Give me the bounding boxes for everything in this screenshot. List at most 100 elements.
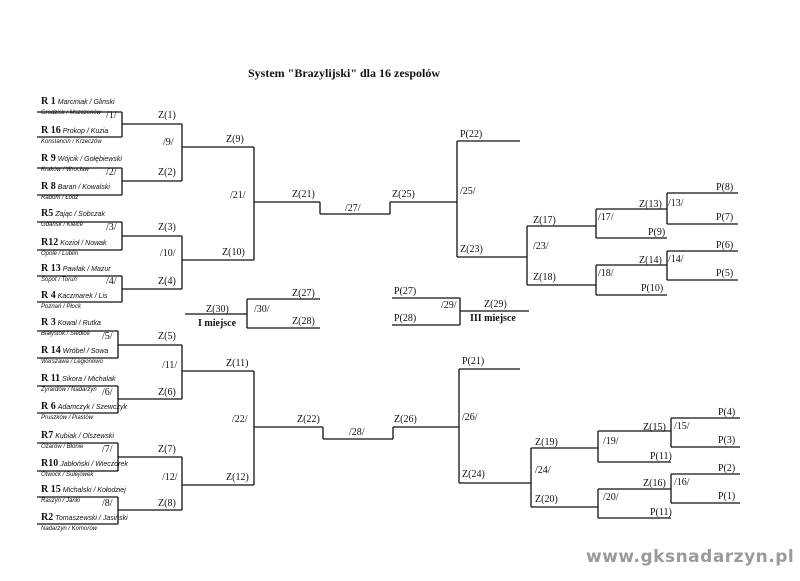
seed-clubs: Gdańsk / Kielce — [41, 222, 84, 228]
match-number: /11/ — [162, 360, 178, 371]
seed-code: R5 — [41, 208, 54, 219]
seed-clubs: Grodzisk / Mszczonów — [41, 110, 102, 116]
loser-ref: P(8) — [716, 182, 734, 193]
seed-names: Wróbel / Sowa — [62, 348, 109, 355]
match-number: /2/ — [106, 167, 117, 178]
match-number: /30/ — [254, 304, 270, 315]
match-number: /27/ — [345, 203, 361, 214]
match-number: /14/ — [668, 254, 684, 265]
match-number: /12/ — [162, 472, 178, 483]
seed-clubs: Opole / Lublin — [41, 251, 79, 257]
loser-ref: P(10) — [641, 283, 664, 294]
winner-ref: Z(30) — [206, 304, 229, 315]
loser-ref: P(11) — [650, 507, 672, 518]
loser-ref: P(22) — [460, 129, 483, 140]
match-number: /24/ — [535, 465, 551, 476]
winner-ref: Z(1) — [158, 110, 176, 121]
winner-ref: Z(27) — [292, 288, 315, 299]
seed-clubs: Pruszków / Piastów — [41, 415, 94, 421]
loser-ref: P(11) — [650, 451, 672, 462]
seed-clubs: Poznań / Płock — [41, 304, 82, 310]
match-number: /29/ — [441, 300, 457, 311]
winner-ref: Z(29) — [484, 299, 507, 310]
seed-names: Kaczmarek / Lis — [57, 293, 108, 300]
seed-names: Kozioł / Nowak — [60, 240, 107, 247]
match-number: /16/ — [674, 477, 690, 488]
loser-ref: P(21) — [462, 356, 485, 367]
winner-ref: Z(22) — [297, 414, 320, 425]
seed-clubs: Radom / Łódź — [41, 195, 79, 201]
seed-code: R 15 — [41, 484, 61, 495]
seed-code: R 3 — [41, 317, 56, 328]
seed-names: Kubiak / Olszewski — [55, 433, 114, 440]
winner-ref: Z(8) — [158, 498, 176, 509]
winner-ref: Z(4) — [158, 276, 176, 287]
loser-ref: P(6) — [716, 240, 734, 251]
loser-ref: P(2) — [718, 463, 736, 474]
seed-code: R10 — [41, 458, 59, 469]
seed-clubs: Warszawa / Legionowo — [41, 359, 103, 365]
seed-code: R 8 — [41, 181, 56, 192]
seed-names: Marciniak / Glinski — [57, 99, 115, 106]
winner-ref: Z(9) — [226, 134, 244, 145]
match-number: /6/ — [102, 387, 113, 398]
seed-names: Adamczyk / Szewczyk — [57, 404, 127, 411]
loser-ref: P(7) — [716, 212, 734, 223]
match-number: /5/ — [102, 331, 113, 342]
seed-code: R7 — [41, 430, 54, 441]
winner-ref: Z(13) — [639, 199, 662, 210]
winner-ref: Z(21) — [292, 189, 315, 200]
match-number: /28/ — [349, 427, 365, 438]
seed-code: R 13 — [41, 263, 61, 274]
match-number: /3/ — [106, 222, 117, 233]
seed-clubs: Żyrardów / Nadarzyn — [41, 387, 97, 393]
seed-names: Pawlak / Mazur — [62, 266, 111, 273]
winner-ref: Z(20) — [535, 494, 558, 505]
winner-ref: Z(5) — [158, 331, 176, 342]
seed-names: Kowal / Rutka — [57, 320, 101, 327]
winner-ref: Z(15) — [643, 422, 666, 433]
winner-ref: Z(6) — [158, 387, 176, 398]
winner-ref: Z(28) — [292, 316, 315, 327]
seed-names: Michalski / Kołodziej — [62, 487, 126, 494]
third-place-label: III miejsce — [470, 313, 516, 324]
seed-code: R12 — [41, 237, 59, 248]
winner-ref: Z(18) — [533, 272, 556, 283]
match-number: /10/ — [160, 248, 176, 259]
match-number: /1/ — [106, 110, 117, 121]
match-number: /23/ — [533, 241, 549, 252]
loser-ref: P(3) — [718, 435, 736, 446]
loser-ref: P(9) — [648, 227, 666, 238]
winner-ref: Z(10) — [222, 247, 245, 258]
match-number: /9/ — [163, 137, 174, 148]
seed-clubs: Nadarzyn / Komorów — [41, 526, 98, 532]
winner-ref: Z(26) — [394, 414, 417, 425]
winner-ref: Z(7) — [158, 444, 176, 455]
seed-clubs: Ożarów / Błonie — [41, 444, 84, 450]
match-number: /7/ — [102, 444, 113, 455]
winner-ref: Z(14) — [639, 255, 662, 266]
match-number: /17/ — [598, 212, 614, 223]
loser-ref: P(1) — [718, 491, 736, 502]
match-number: /22/ — [232, 414, 248, 425]
seed-code: R 1 — [41, 96, 56, 107]
seed-code: R 16 — [41, 125, 61, 136]
seed-clubs: Białystok / Siedlce — [41, 331, 90, 337]
seed-names: Sikora / Michalak — [62, 376, 116, 383]
match-number: /8/ — [102, 498, 113, 509]
seed-code: R 4 — [41, 290, 56, 301]
loser-ref: P(28) — [394, 313, 417, 324]
seed-names: Wójcik / Gołębiewski — [57, 156, 122, 163]
winner-ref: Z(12) — [226, 472, 249, 483]
loser-ref: P(5) — [716, 268, 734, 279]
seed-names: Jabłoński / Wieczorek — [60, 461, 128, 468]
